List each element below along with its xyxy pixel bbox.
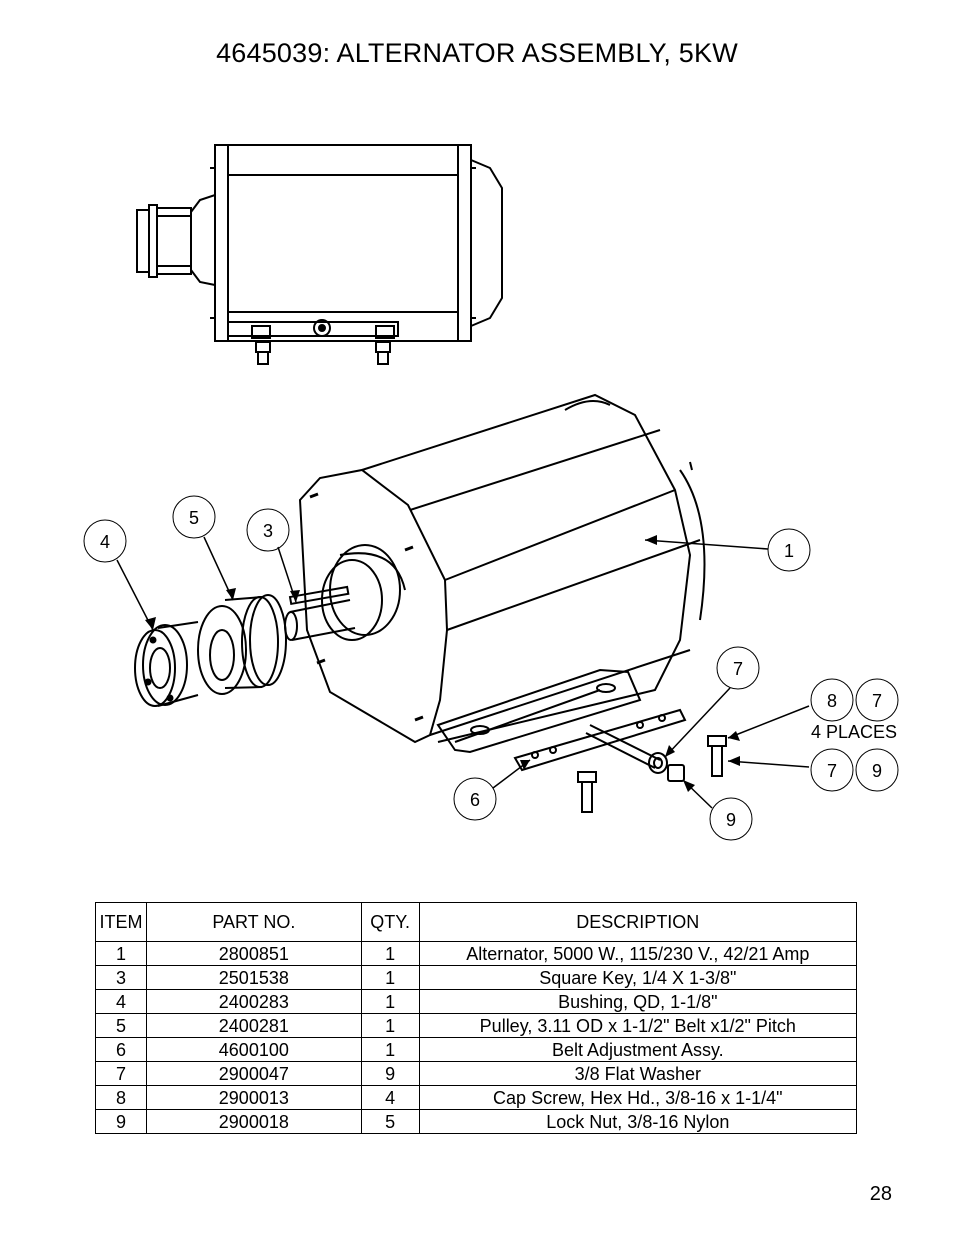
item-cell: 5 — [95, 1013, 147, 1038]
description-cell: Lock Nut, 3/8-16 Nylon — [418, 1109, 858, 1134]
part-no-cell: 2400283 — [145, 989, 362, 1014]
page-title: 4645039: ALTERNATOR ASSEMBLY, 5KW — [216, 38, 738, 68]
item-cell: 8 — [95, 1085, 147, 1110]
callout-4: 4 — [100, 532, 110, 552]
side-view-drawing — [136, 144, 503, 365]
item-cell: 1 — [95, 941, 147, 966]
part-no-cell: 2400281 — [145, 1013, 362, 1038]
qty-cell: 1 — [360, 941, 420, 966]
part-no-cell: 2900047 — [145, 1061, 362, 1086]
description-cell: Bushing, QD, 1-1/8" — [418, 989, 858, 1014]
pulley-and-bushing — [134, 594, 287, 707]
qty-cell: 1 — [360, 1013, 420, 1038]
assembly-drawing: 4 5 3 1 7 8 7 7 9 6 9 4 PLACES — [83, 144, 899, 841]
places-note: 4 PLACES — [811, 722, 897, 742]
qty-cell: 4 — [360, 1085, 420, 1110]
description-cell: Alternator, 5000 W., 115/230 V., 42/21 A… — [418, 941, 858, 966]
qty-cell: 5 — [360, 1109, 420, 1134]
callout-labels: 4 5 3 1 7 8 7 7 9 6 9 4 PLACES — [100, 508, 897, 830]
part-no-cell: 2900013 — [145, 1085, 362, 1110]
table-row: 6 4600100 1 Belt Adjustment Assy. — [95, 1037, 858, 1062]
callout-9: 9 — [872, 761, 882, 781]
page-number: 28 — [869, 1183, 892, 1205]
alternator-isometric — [284, 393, 706, 754]
belt-adjustment-assembly — [513, 708, 727, 813]
parts-table: ITEM PART NO. QTY. DESCRIPTION 1 2800851… — [95, 902, 858, 1134]
callout-5: 5 — [189, 508, 199, 528]
table-row: 7 2900047 9 3/8 Flat Washer — [95, 1061, 858, 1086]
description-cell: Pulley, 3.11 OD x 1-1/2" Belt x1/2" Pitc… — [418, 1013, 858, 1038]
table-row: 3 2501538 1 Square Key, 1/4 X 1-3/8" — [95, 965, 858, 990]
part-no-cell: 4600100 — [145, 1037, 362, 1062]
item-cell: 4 — [95, 989, 147, 1014]
description-cell: 3/8 Flat Washer — [418, 1061, 858, 1086]
item-cell: 6 — [95, 1037, 147, 1062]
part-no-cell: 2800851 — [145, 941, 362, 966]
part-no-cell: 2501538 — [145, 965, 362, 990]
table-header-row: ITEM PART NO. QTY. DESCRIPTION — [95, 902, 858, 942]
callout-1: 1 — [784, 541, 794, 561]
leader-lines — [116, 536, 810, 809]
column-header-description: DESCRIPTION — [418, 902, 858, 942]
column-header-item: ITEM — [95, 902, 147, 942]
description-cell: Belt Adjustment Assy. — [418, 1037, 858, 1062]
callout-balloons — [83, 495, 899, 841]
column-header-part-no: PART NO. — [145, 902, 362, 942]
column-header-qty: QTY. — [360, 902, 420, 942]
leader-arrowheads — [145, 535, 740, 792]
item-cell: 7 — [95, 1061, 147, 1086]
item-cell: 9 — [95, 1109, 147, 1134]
callout-7: 7 — [872, 691, 882, 711]
description-cell: Cap Screw, Hex Hd., 3/8-16 x 1-1/4" — [418, 1085, 858, 1110]
table-row: 8 2900013 4 Cap Screw, Hex Hd., 3/8-16 x… — [95, 1085, 858, 1110]
item-cell: 3 — [95, 965, 147, 990]
qty-cell: 1 — [360, 965, 420, 990]
callout-6: 6 — [470, 790, 480, 810]
description-cell: Square Key, 1/4 X 1-3/8" — [418, 965, 858, 990]
qty-cell: 1 — [360, 1037, 420, 1062]
table-row: 1 2800851 1 Alternator, 5000 W., 115/230… — [95, 941, 858, 966]
qty-cell: 9 — [360, 1061, 420, 1086]
callout-9: 9 — [726, 810, 736, 830]
callout-7: 7 — [733, 659, 743, 679]
table-row: 5 2400281 1 Pulley, 3.11 OD x 1-1/2" Bel… — [95, 1013, 858, 1038]
callout-7: 7 — [827, 761, 837, 781]
table-row: 4 2400283 1 Bushing, QD, 1-1/8" — [95, 989, 858, 1014]
callout-3: 3 — [263, 521, 273, 541]
callout-8: 8 — [827, 691, 837, 711]
table-row: 9 2900018 5 Lock Nut, 3/8-16 Nylon — [95, 1109, 858, 1134]
qty-cell: 1 — [360, 989, 420, 1014]
part-no-cell: 2900018 — [145, 1109, 362, 1134]
